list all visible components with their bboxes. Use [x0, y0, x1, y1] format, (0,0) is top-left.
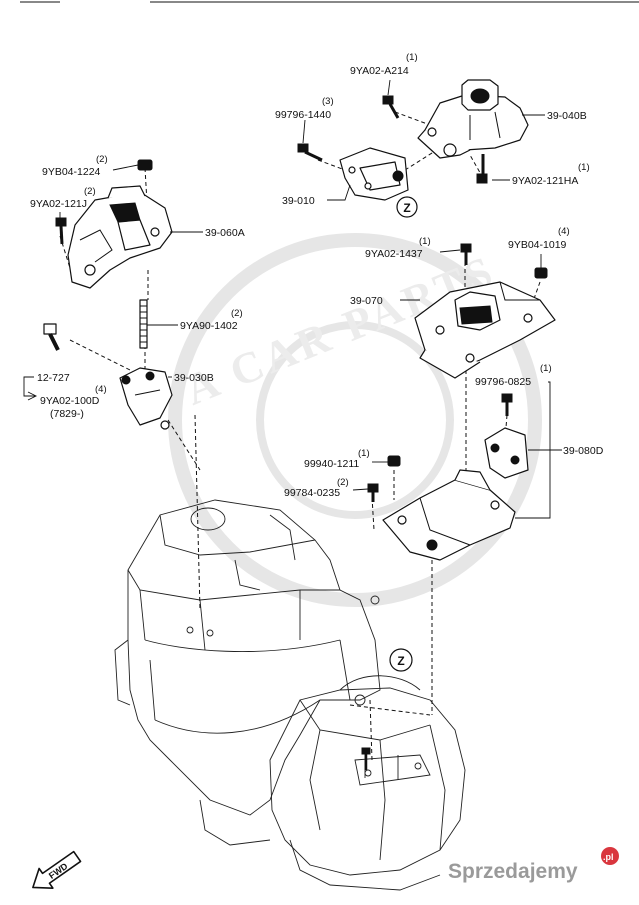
part-number: 99784-0235	[284, 487, 340, 499]
bolt-99784-0235	[367, 483, 379, 502]
bolt-12-727	[43, 323, 60, 351]
part-number: 12-727	[37, 372, 70, 384]
bracket-39-030b	[119, 367, 173, 430]
part-number: 9YA02-1437	[365, 248, 423, 260]
part-number: 99796-1440	[275, 109, 331, 121]
part-qty: (1)	[358, 448, 370, 459]
part-qty: (3)	[322, 96, 334, 107]
view-marker-bottom: Z	[389, 648, 413, 672]
nut-9yb04-1224	[137, 159, 153, 171]
part-qty: (1)	[540, 363, 552, 374]
part-qty: (4)	[95, 384, 107, 395]
part-number: 9YA02-121HA	[512, 175, 578, 187]
mount-39-060a	[67, 185, 173, 289]
part-qty: (1)	[419, 236, 431, 247]
part-number: 39-030B	[174, 372, 214, 384]
leader-lines	[23, 79, 562, 519]
part-number: 9YA02-100D	[40, 395, 100, 407]
bracket-39-010	[339, 147, 409, 201]
part-qty: (4)	[558, 226, 570, 237]
bolt-9ya02-a214	[382, 95, 400, 119]
bracket-39-080d	[484, 427, 529, 479]
part-number: 39-040B	[547, 110, 587, 122]
nut-9yb04-1019	[534, 267, 548, 279]
part-qty: (2)	[231, 308, 243, 319]
part-number: 99796-0825	[475, 376, 531, 388]
part-qty: (2)	[337, 477, 349, 488]
part-qty: (1)	[578, 162, 590, 173]
view-marker-top-label: Z	[403, 201, 410, 215]
site-brand-suffix: .pl	[603, 852, 614, 862]
stud-9ya90-1402	[139, 299, 148, 349]
bolt-99796-0825	[501, 393, 513, 416]
view-marker-top: Z	[396, 196, 418, 218]
mount-lower-transmission	[382, 469, 516, 561]
part-number: 9YA90-1402	[180, 320, 238, 332]
view-marker-bottom-label: Z	[397, 654, 404, 668]
part-number: 9YA02-121J	[30, 198, 87, 210]
fasteners	[43, 95, 548, 770]
part-number: 39-070	[350, 295, 383, 307]
bolt-9ya02-121j	[55, 217, 67, 245]
part-number: 9YA02-A214	[350, 65, 409, 77]
mount-39-070	[414, 281, 556, 379]
part-number: (7829-)	[50, 408, 84, 420]
mount-39-040b	[417, 79, 529, 159]
part-labels: (1) 9YA02-A214 (3) 99796-1440 39-040B (1…	[30, 52, 604, 499]
part-number: 39-080D	[563, 445, 604, 457]
alignment-lines	[59, 111, 541, 761]
part-number: 99940-1211	[304, 458, 359, 470]
site-brand-name: Sprzedajemy	[448, 860, 578, 883]
part-number: 39-060A	[205, 227, 245, 239]
bolt-9ya02-121ha	[476, 154, 488, 184]
engine-block-illustration	[114, 499, 466, 891]
site-branding: Sprzedajemy .pl	[448, 847, 619, 883]
part-number: 39-010	[282, 195, 315, 207]
part-qty: (1)	[406, 52, 418, 63]
part-number: 9YB04-1019	[508, 239, 567, 251]
bolt-transmission	[361, 747, 371, 770]
forward-arrow: FWD	[32, 850, 82, 889]
part-number: 9YB04-1224	[42, 166, 101, 178]
part-qty: (2)	[84, 186, 96, 197]
part-qty: (2)	[96, 154, 108, 165]
nut-99940-1211	[387, 455, 401, 467]
bolt-9ya02-1437	[460, 243, 472, 265]
bolt-99796-1440	[297, 143, 323, 162]
